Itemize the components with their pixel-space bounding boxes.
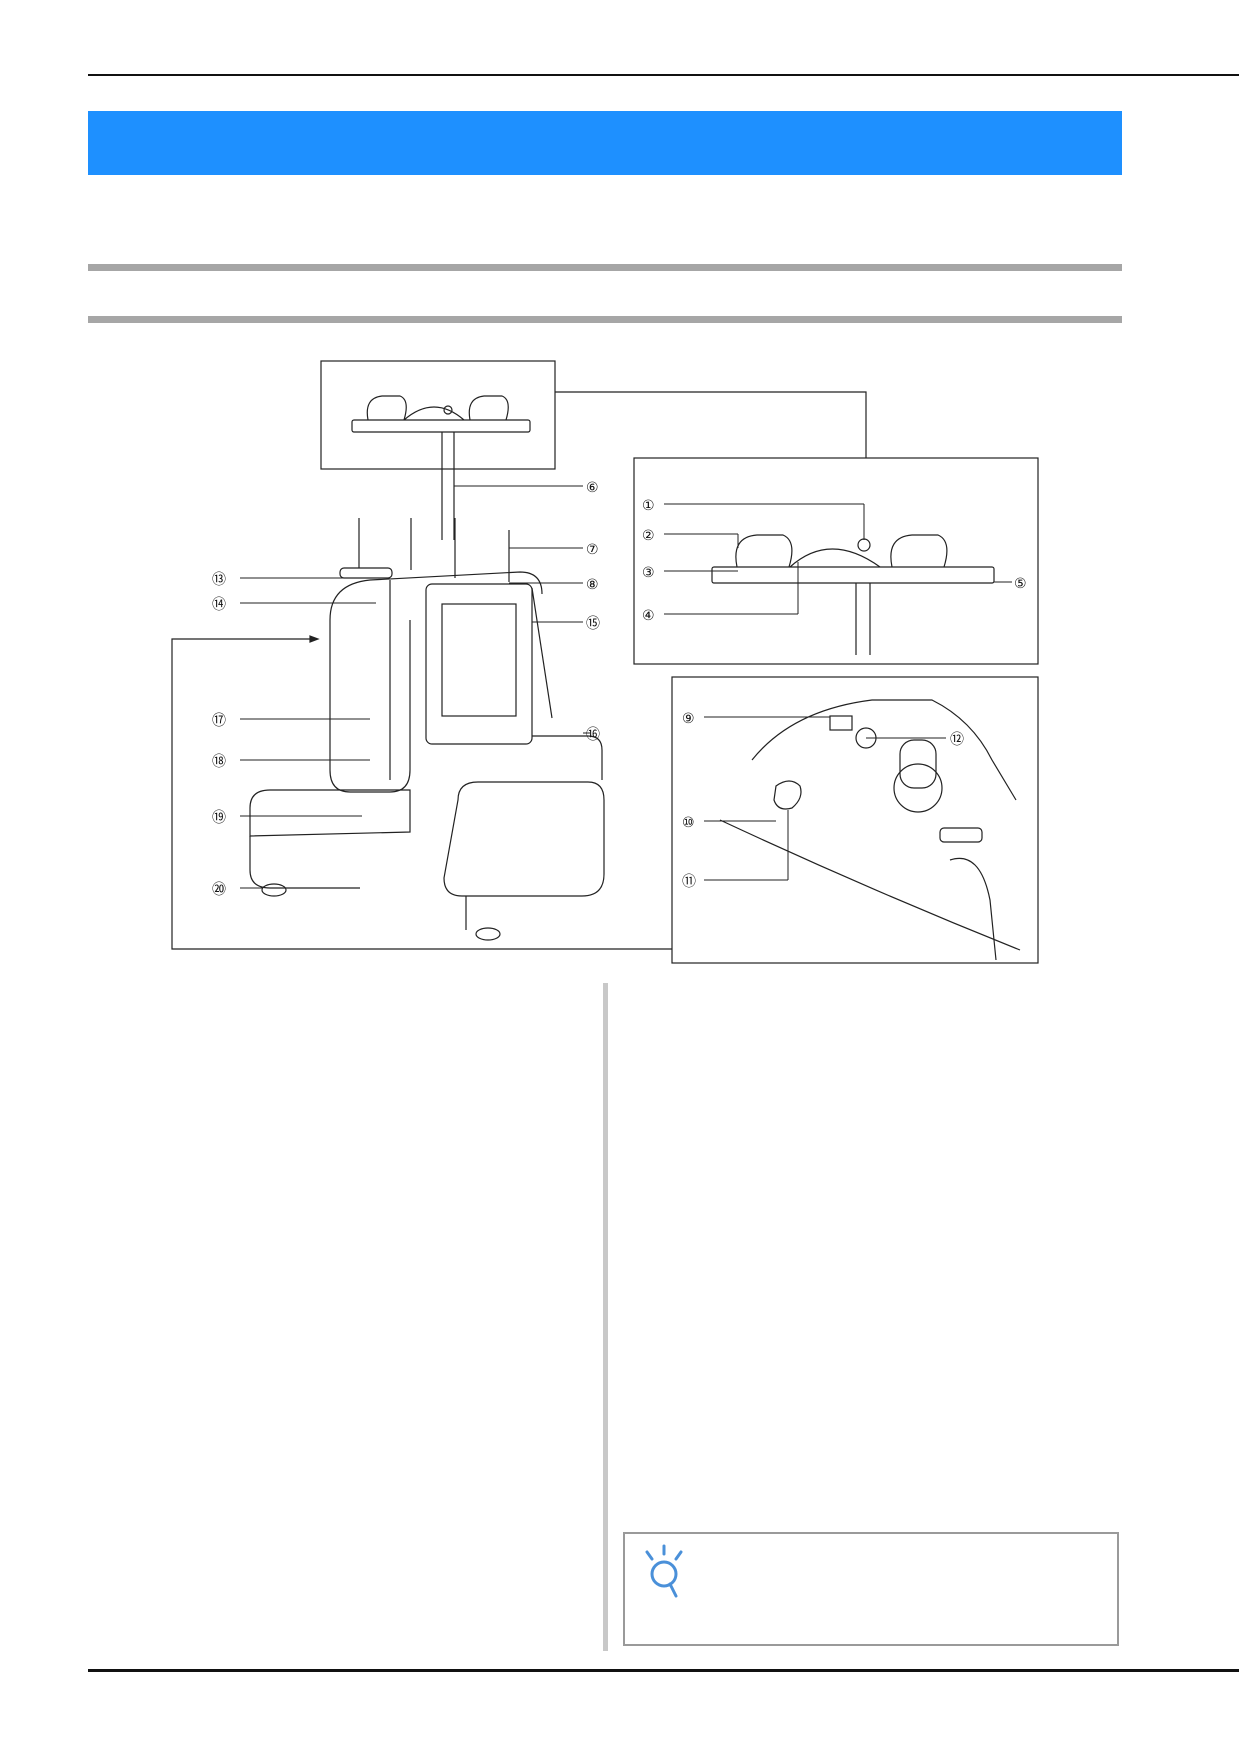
callout-16: ⑯ xyxy=(586,727,600,743)
callout-6: ⑥ xyxy=(586,480,599,496)
bottom-rule xyxy=(88,1669,1239,1672)
chapter-banner xyxy=(88,111,1122,175)
section-bar-bottom xyxy=(88,316,1122,323)
column-divider xyxy=(603,983,608,1651)
machine-body xyxy=(249,518,605,941)
top-inset-frame xyxy=(320,360,556,470)
tension-detail-frame xyxy=(671,676,1039,964)
callout-7: ⑦ xyxy=(586,542,599,558)
callout-9: ⑨ xyxy=(682,711,695,727)
callout-labels: ① ② ③ ④ ⑤ ⑥ ⑦ ⑧ ⑨ ⑩ ⑪ ⑫ ⑬ ⑭ ⑮ ⑯ ⑰ ⑱ ⑲ ⑳ xyxy=(212,480,1027,898)
callout-20: ⑳ xyxy=(212,882,226,898)
callout-12: ⑫ xyxy=(950,732,964,748)
thread-guide-bar-large xyxy=(711,534,995,655)
note-box xyxy=(623,1532,1119,1646)
callout-13: ⑬ xyxy=(212,572,226,588)
callout-15: ⑮ xyxy=(586,616,600,632)
section-bar-top xyxy=(88,264,1122,271)
callout-5: ⑤ xyxy=(1014,576,1027,592)
callout-10: ⑩ xyxy=(682,815,695,831)
thread-guide-detail-frame xyxy=(633,457,1039,665)
callout-8: ⑧ xyxy=(586,577,599,593)
callout-2: ② xyxy=(642,528,655,544)
callout-14: ⑭ xyxy=(212,597,226,613)
thread-guide-bar-small xyxy=(351,395,531,540)
callout-17: ⑰ xyxy=(212,713,226,729)
lightbulb-note-icon xyxy=(645,1544,683,1598)
callout-11: ⑪ xyxy=(682,874,696,890)
callout-4: ④ xyxy=(642,608,655,624)
callout-19: ⑲ xyxy=(212,810,226,826)
callout-1: ① xyxy=(642,498,655,514)
top-rule xyxy=(88,74,1239,76)
callout-3: ③ xyxy=(642,565,655,581)
tension-area-body xyxy=(719,699,1021,961)
callout-18: ⑱ xyxy=(212,754,226,770)
leader-lines xyxy=(240,485,1012,889)
